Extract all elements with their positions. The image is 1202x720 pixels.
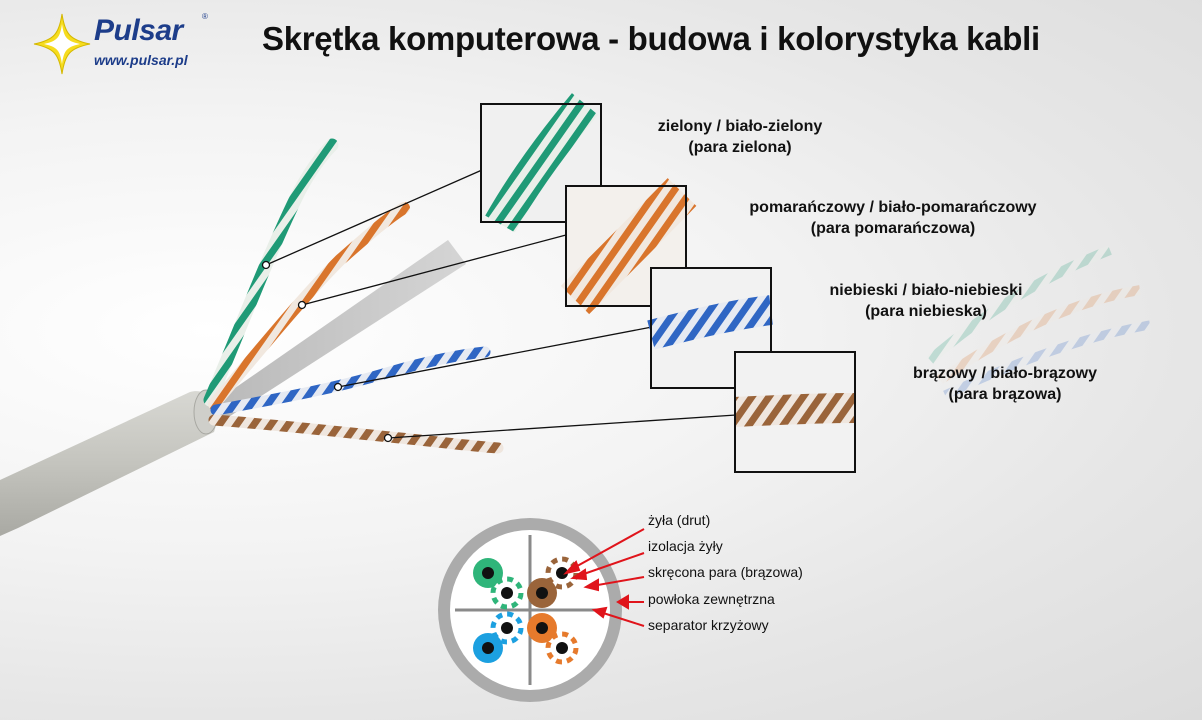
ghost-cable: [926, 245, 1151, 400]
cable-jacket: [0, 391, 217, 536]
label-blue-pair: niebieski / biało-niebieski (para niebie…: [806, 280, 1046, 322]
pulsar-logo[interactable]: Pulsar ® www.pulsar.pl: [32, 12, 222, 76]
label-green-pair: zielony / biało-zielony (para zielona): [640, 116, 840, 158]
logo-url[interactable]: www.pulsar.pl: [94, 52, 188, 68]
label-twisted-pair: skręcona para (brązowa): [648, 564, 803, 580]
zoom-box-brown: [734, 351, 856, 473]
star-logo-icon: [33, 13, 91, 75]
green-pair: [203, 138, 339, 407]
page-title: Skrętka komputerowa - budowa i kolorysty…: [262, 20, 1040, 57]
pair-name: (para niebieska): [865, 303, 987, 320]
blue-pair: [210, 346, 491, 416]
pair-colors: zielony / biało-zielony: [657, 118, 823, 135]
cross-separator: [212, 240, 466, 420]
zoom-box-blue: [647, 267, 773, 389]
pair-name: (para brązowa): [948, 386, 1062, 403]
leader-lines: [265, 169, 737, 439]
logo-brand: Pulsar: [94, 14, 183, 47]
label-outer-sheath: powłoka zewnętrzna: [648, 591, 775, 607]
pair-colors: pomarańczowy / biało-pomarańczowy: [749, 199, 1037, 216]
label-wire-insulation: izolacja żyły: [648, 538, 723, 554]
label-brown-pair: brązowy / biało-brązowy (para brązowa): [895, 363, 1115, 405]
leader-dots: [261, 260, 393, 443]
pair-name: (para pomarańczowa): [810, 220, 976, 237]
pair-colors: brązowy / biało-brązowy: [912, 365, 1098, 382]
label-cross-separator: separator krzyżowy: [648, 617, 769, 633]
cross-section-arrows: [563, 528, 645, 627]
logo-registered-mark: ®: [202, 12, 208, 21]
pair-colors: niebieski / biało-niebieski: [829, 282, 1023, 299]
label-orange-pair: pomarańczowy / biało-pomarańczowy (para …: [728, 197, 1058, 239]
label-wire-core: żyła (drut): [648, 512, 711, 528]
orange-pair: [208, 202, 410, 410]
pair-name: (para zielona): [688, 139, 792, 156]
